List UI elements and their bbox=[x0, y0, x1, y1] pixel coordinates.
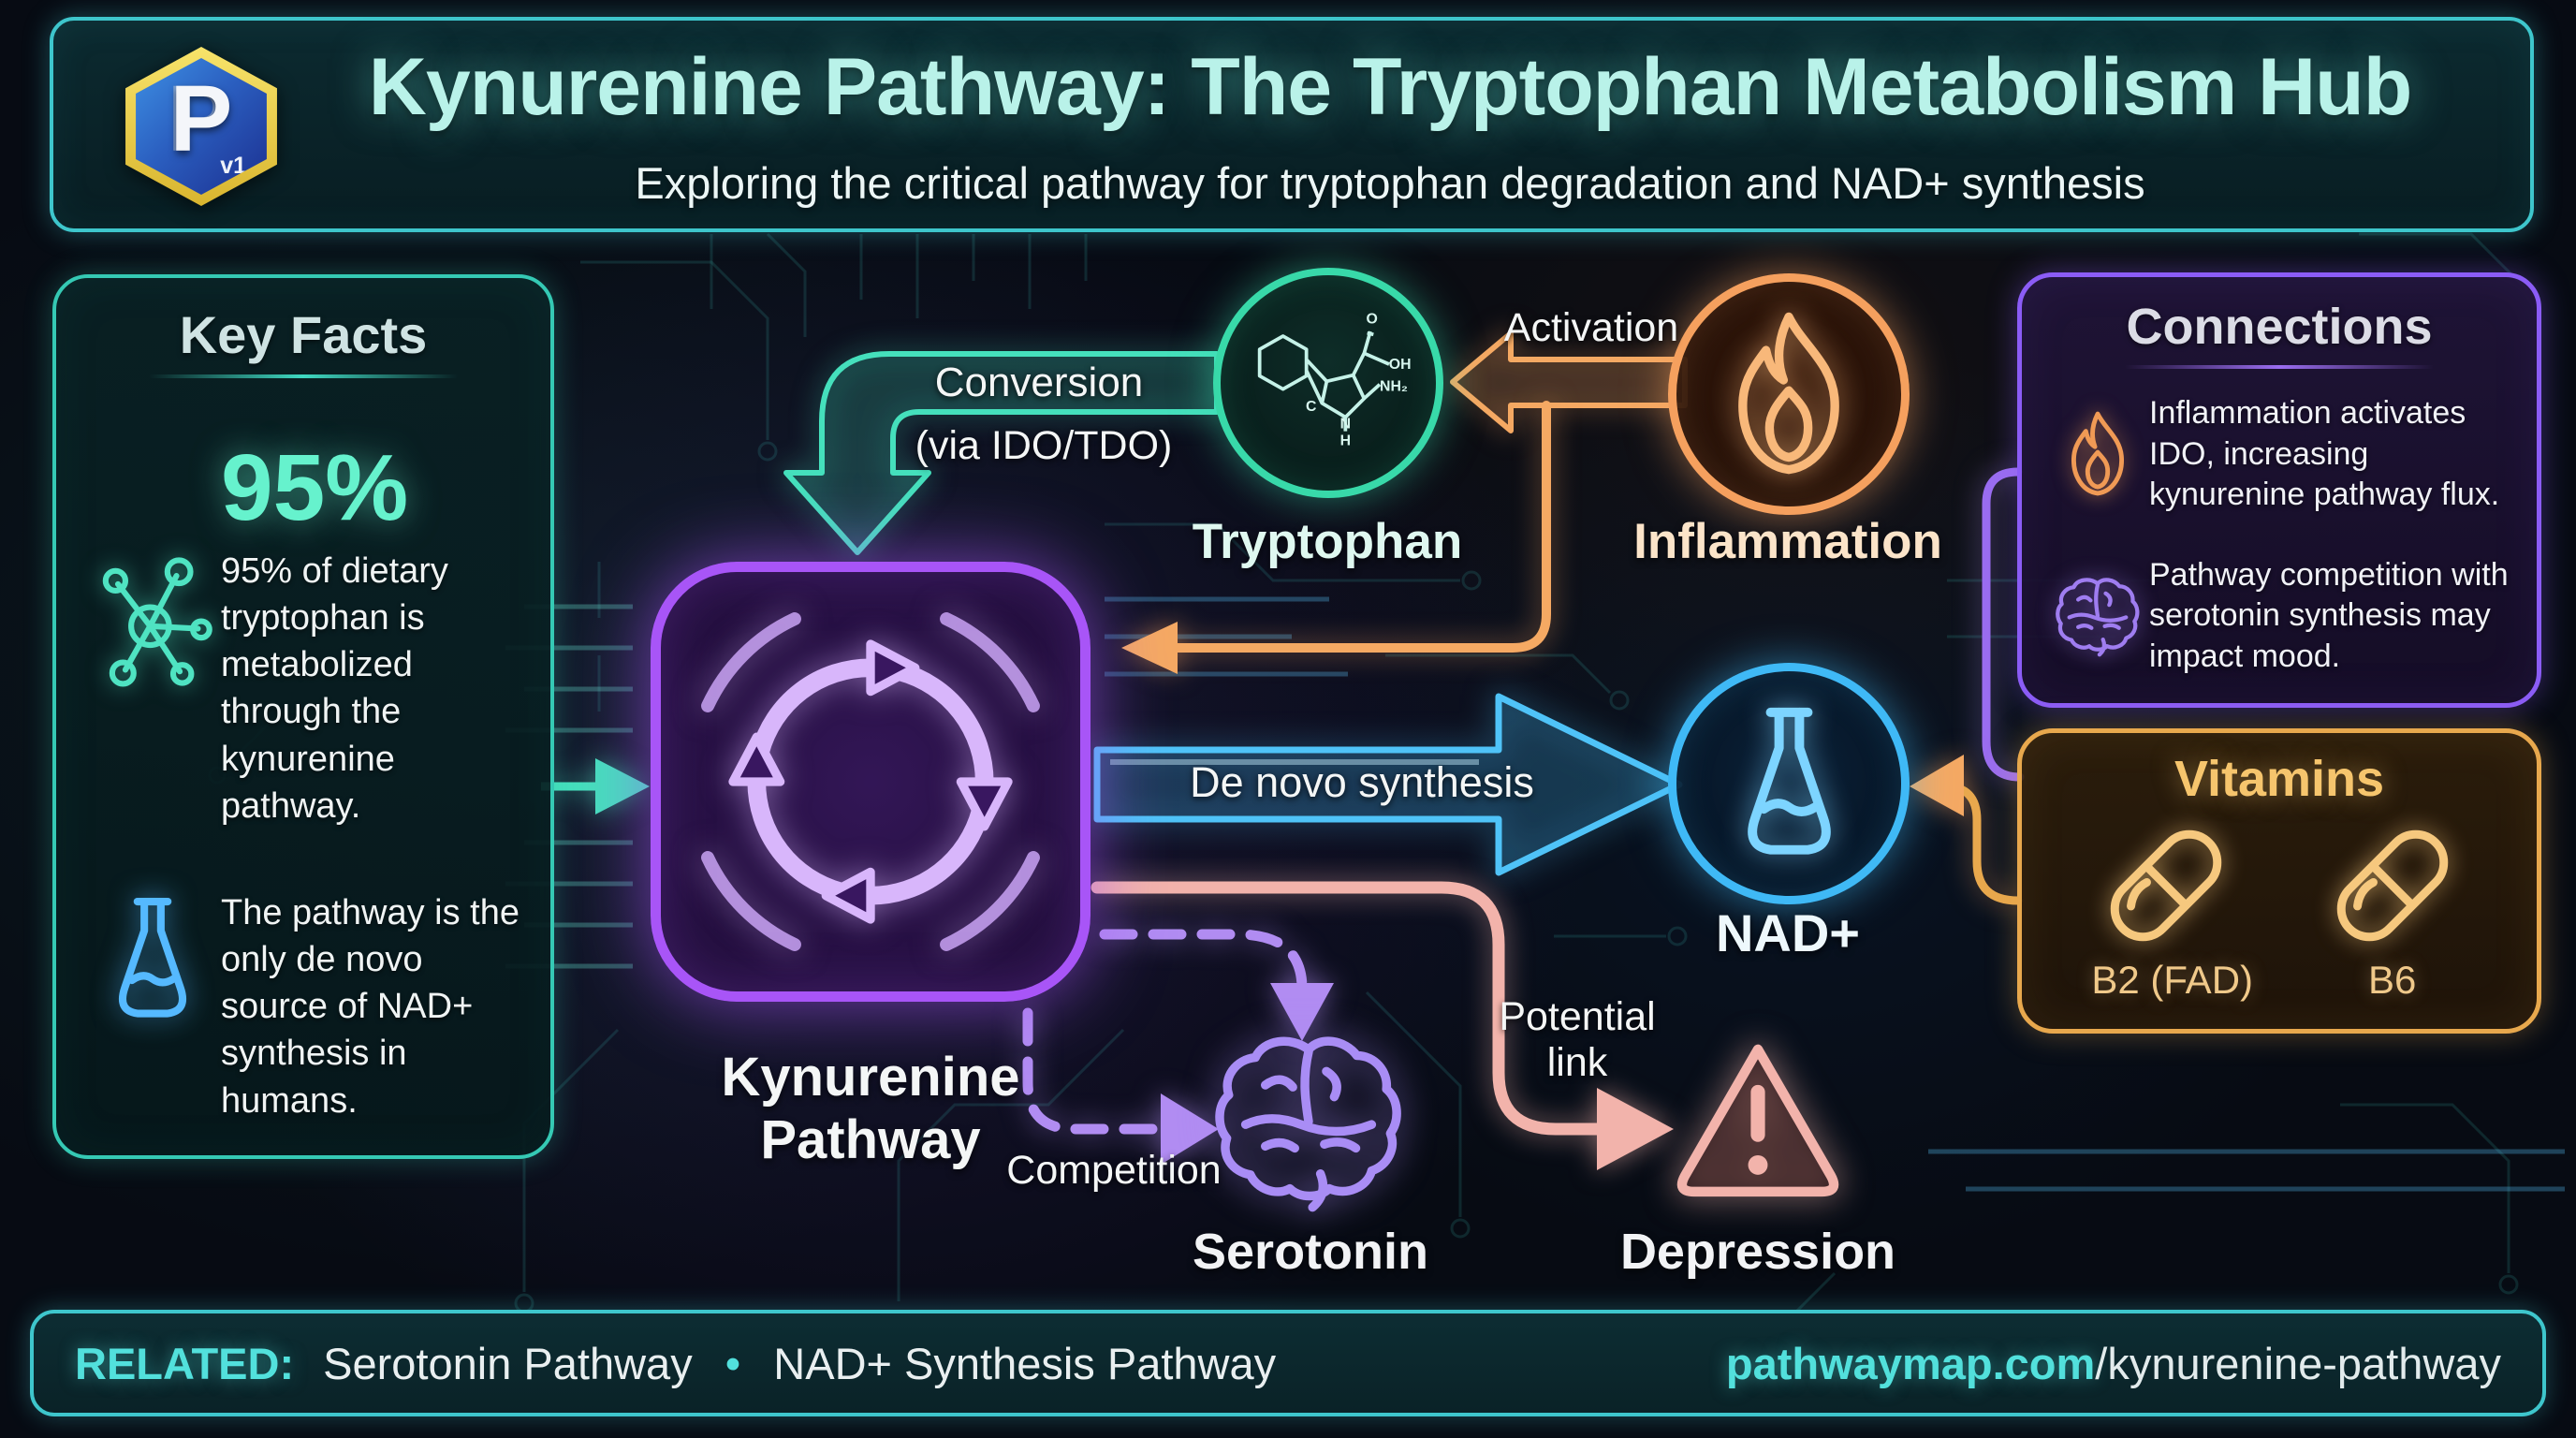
hub-label-line2: Pathway bbox=[760, 1108, 981, 1170]
connections-panel-connector bbox=[1982, 467, 2025, 782]
related-link-nad[interactable]: NAD+ Synthesis Pathway bbox=[773, 1338, 1277, 1388]
de-novo-arrow bbox=[1093, 693, 1683, 876]
vitamins-panel: Vitamins B2 (FAD) B6 bbox=[2017, 728, 2541, 1034]
keyfacts-hub-arrow bbox=[541, 758, 650, 814]
node-tryptophan: O OH NH₂ C N H bbox=[1213, 268, 1443, 498]
footer-bar: RELATED: Serotonin Pathway • NAD+ Synthe… bbox=[30, 1310, 2546, 1416]
de-novo-label: De novo synthesis bbox=[1190, 758, 1534, 806]
pill-icon bbox=[2318, 815, 2467, 956]
related-links: RELATED: Serotonin Pathway • NAD+ Synthe… bbox=[75, 1338, 1276, 1389]
url-domain[interactable]: pathwaymap.com bbox=[1725, 1338, 2096, 1388]
connection-text: Inflammation activates IDO, increasing k… bbox=[2149, 395, 2500, 513]
competition-connector-right bbox=[1022, 1007, 1219, 1165]
key-fact-item: 95% of dietary tryptophan is metabolized… bbox=[84, 548, 526, 829]
potential-link-line1: Potential bbox=[1499, 994, 1656, 1039]
vitamin-item: B2 (FAD) bbox=[2091, 815, 2253, 1003]
node-inflammation bbox=[1668, 273, 1910, 515]
warning-icon bbox=[1676, 1044, 1839, 1197]
atom-label: C bbox=[1306, 399, 1316, 415]
page-subtitle: Exploring the critical pathway for trypt… bbox=[635, 158, 2145, 208]
flask-icon bbox=[1721, 698, 1857, 869]
separator-dot: • bbox=[724, 1338, 741, 1388]
header: P v1 Kynurenine Pathway: The Tryptophan … bbox=[50, 17, 2534, 232]
url-path[interactable]: /kynurenine-pathway bbox=[2095, 1338, 2501, 1388]
flask-icon bbox=[84, 889, 221, 1124]
potential-link-connector bbox=[1090, 881, 1674, 1170]
node-nad bbox=[1668, 663, 1910, 904]
connections-title: Connections bbox=[2126, 299, 2433, 355]
logo-hexagon: P v1 bbox=[125, 47, 277, 206]
hub-label: Kynurenine Pathway bbox=[683, 1047, 1058, 1171]
inflammation-hub-connector bbox=[1121, 401, 1551, 674]
key-facts-divider bbox=[149, 374, 458, 378]
inflammation-label: Inflammation bbox=[1633, 514, 1942, 569]
brain-icon bbox=[2046, 574, 2149, 658]
atom-label: H bbox=[1340, 433, 1351, 449]
node-kynurenine-pathway bbox=[651, 562, 1090, 1002]
related-label: RELATED: bbox=[75, 1338, 295, 1388]
depression-label: Depression bbox=[1619, 1224, 1896, 1280]
conversion-label: Conversion bbox=[934, 360, 1144, 405]
vitamins-nad-connector bbox=[1910, 755, 2023, 905]
connections-divider bbox=[2125, 365, 2434, 369]
atom-label: N bbox=[1340, 416, 1351, 432]
key-facts-panel: Key Facts 95% 95% of dietary tryptophan … bbox=[52, 274, 554, 1159]
flame-icon bbox=[1719, 306, 1859, 482]
connection-item: Pathway competition with serotonin synth… bbox=[2046, 555, 2514, 678]
source-url[interactable]: pathwaymap.com/kynurenine-pathway bbox=[1726, 1338, 2501, 1389]
connection-item: Inflammation activates IDO, increasing k… bbox=[2046, 393, 2514, 516]
logo-monogram: P bbox=[169, 66, 233, 171]
node-depression bbox=[1664, 1030, 1852, 1208]
pill-icon bbox=[2091, 815, 2241, 956]
page-title: Kynurenine Pathway: The Tryptophan Metab… bbox=[368, 42, 2412, 132]
connection-text: Pathway competition with serotonin synth… bbox=[2149, 556, 2509, 674]
vitamin-label: B6 bbox=[2367, 958, 2417, 1002]
vitamin-label: B2 (FAD) bbox=[2091, 958, 2254, 1002]
atom-label: O bbox=[1367, 312, 1378, 328]
key-fact-item: The pathway is the only de novo source o… bbox=[84, 889, 526, 1124]
key-fact-text: The pathway is the only de novo source o… bbox=[221, 892, 520, 1121]
atom-label: NH₂ bbox=[1380, 378, 1408, 394]
tryptophan-label: Tryptophan bbox=[1192, 514, 1463, 569]
vitamins-row: B2 (FAD) B6 bbox=[2022, 815, 2537, 1003]
activation-label: Activation bbox=[1503, 305, 1679, 350]
key-fact-text: 95% of dietary tryptophan is metabolized… bbox=[221, 551, 448, 826]
vitamins-title: Vitamins bbox=[2174, 751, 2385, 807]
hub-label-line1: Kynurenine bbox=[721, 1047, 1020, 1108]
cycle-arrows-icon bbox=[701, 612, 1040, 951]
connections-panel: Connections Inflammation activates IDO, … bbox=[2017, 272, 2541, 708]
potential-link-label: Potential link bbox=[1460, 994, 1694, 1086]
key-facts-title: Key Facts bbox=[179, 305, 428, 364]
related-link-serotonin[interactable]: Serotonin Pathway bbox=[323, 1338, 693, 1388]
conversion-sublabel: (via IDO/TDO) bbox=[915, 423, 1173, 468]
logo-badge: P v1 bbox=[119, 47, 284, 206]
molecule-icon bbox=[84, 548, 221, 829]
competition-label: Competition bbox=[1006, 1148, 1222, 1193]
nad-label: NAD+ bbox=[1715, 903, 1861, 962]
atom-label: OH bbox=[1389, 357, 1412, 373]
conversion-arrow bbox=[783, 351, 1220, 555]
competition-connector-down bbox=[1099, 929, 1334, 1041]
tryptophan-molecule-icon: O OH NH₂ C N H bbox=[1257, 312, 1412, 449]
potential-link-line2: link bbox=[1546, 1040, 1608, 1085]
key-facts-stat: 95% bbox=[221, 435, 409, 540]
serotonin-label: Serotonin bbox=[1193, 1224, 1428, 1280]
flame-icon bbox=[2046, 408, 2149, 500]
vitamin-item: B6 bbox=[2318, 815, 2467, 1003]
